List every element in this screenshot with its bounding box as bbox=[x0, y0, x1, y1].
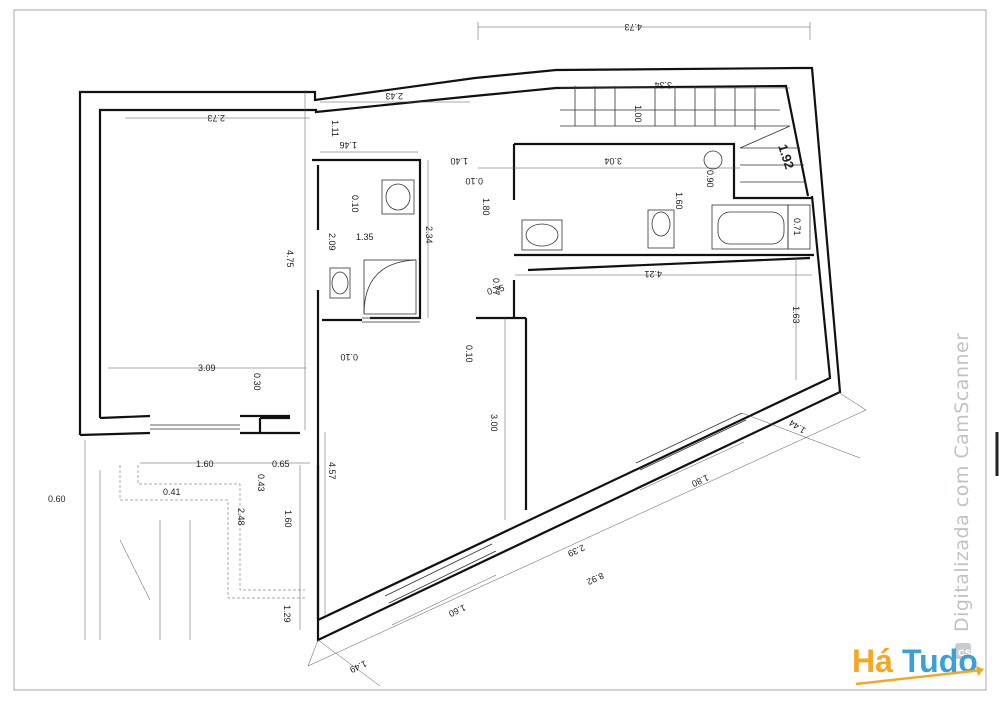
dim-192: 1.92 bbox=[775, 142, 797, 171]
dim-010a: 0.10 bbox=[350, 195, 360, 213]
logo-text-ha: Há bbox=[852, 643, 893, 679]
dim-180: 1.80 bbox=[481, 198, 491, 216]
dim-334: 3.34 bbox=[654, 80, 672, 90]
dim-475: 4.75 bbox=[285, 250, 295, 268]
windows bbox=[384, 412, 747, 604]
bidet-icon bbox=[703, 150, 723, 170]
logo-swoosh-icon bbox=[855, 668, 983, 686]
dim-010d: 0.10 bbox=[464, 345, 474, 363]
dim-146: 1.46 bbox=[339, 140, 357, 150]
dim-071: 0.71 bbox=[792, 218, 802, 236]
interior-walls bbox=[258, 142, 814, 620]
dimension-labels: 4.73 3.34 1.00 1.92 2.43 2.73 1.11 1.46 … bbox=[48, 22, 807, 675]
dim-030: 0.30 bbox=[252, 373, 262, 391]
logo-arrow-icon bbox=[976, 666, 984, 676]
dim-163: 1.63 bbox=[791, 306, 801, 324]
dim-010b: 0.10 bbox=[465, 176, 483, 186]
dim-043: 0.43 bbox=[256, 474, 266, 492]
dim-273: 2.73 bbox=[207, 113, 225, 123]
hatudo-logo: Há Tudo bbox=[852, 643, 984, 686]
dim-065: 0.65 bbox=[272, 459, 290, 469]
dim-892: 8.92 bbox=[585, 570, 605, 586]
sink-1-icon bbox=[381, 179, 415, 215]
terrace-lines bbox=[84, 440, 305, 640]
dim-144: 1.44 bbox=[787, 418, 807, 436]
camscanner-watermark: Digitalizada com CamScanner bbox=[951, 332, 973, 632]
dim-180b: 1.80 bbox=[690, 472, 710, 488]
toilet-2-icon bbox=[647, 209, 675, 249]
staircase bbox=[560, 86, 806, 183]
dim-243: 2.43 bbox=[385, 91, 403, 101]
dim-060: 0.60 bbox=[48, 494, 66, 504]
toilet-1-icon bbox=[329, 267, 351, 299]
dim-304: 3.04 bbox=[604, 156, 622, 166]
dim-160a: 1.60 bbox=[674, 192, 684, 210]
dim-135: 1.35 bbox=[356, 232, 374, 242]
sink-2-icon bbox=[521, 219, 563, 251]
dim-100: 1.00 bbox=[633, 105, 643, 123]
dim-421: 4.21 bbox=[644, 269, 662, 279]
dim-248: 2.48 bbox=[236, 508, 246, 526]
dim-149: 1.49 bbox=[348, 658, 368, 674]
dim-160b: 1.60 bbox=[196, 459, 214, 469]
dim-025: 0.25 bbox=[486, 283, 506, 297]
dimension-lines bbox=[108, 22, 867, 687]
outer-walls bbox=[78, 66, 842, 642]
camscanner-logo-letter: cs bbox=[958, 645, 972, 659]
dim-473: 4.73 bbox=[624, 22, 642, 32]
dim-457: 4.57 bbox=[327, 462, 337, 480]
dim-309: 3.09 bbox=[198, 363, 216, 373]
dim-140: 1.40 bbox=[450, 156, 468, 166]
dim-160c: 1.60 bbox=[283, 510, 293, 528]
paper-border bbox=[13, 9, 987, 691]
dim-239: 2.39 bbox=[566, 542, 586, 558]
dim-129: 1.29 bbox=[282, 605, 292, 623]
camscanner-logo-icon bbox=[955, 643, 971, 659]
fixtures bbox=[329, 150, 811, 315]
dim-010c: 0.10 bbox=[340, 352, 358, 362]
shower-icon bbox=[363, 259, 417, 315]
dim-160d: 1.60 bbox=[447, 602, 467, 618]
dim-041: 0.41 bbox=[163, 487, 181, 497]
dim-090: 0.90 bbox=[705, 170, 715, 188]
dim-209: 2.09 bbox=[327, 233, 337, 251]
dim-234: 2.34 bbox=[424, 226, 434, 244]
dim-111: 1.11 bbox=[330, 120, 340, 137]
dim-300: 3.00 bbox=[489, 414, 499, 432]
dim-077: 0.77 bbox=[491, 278, 501, 296]
